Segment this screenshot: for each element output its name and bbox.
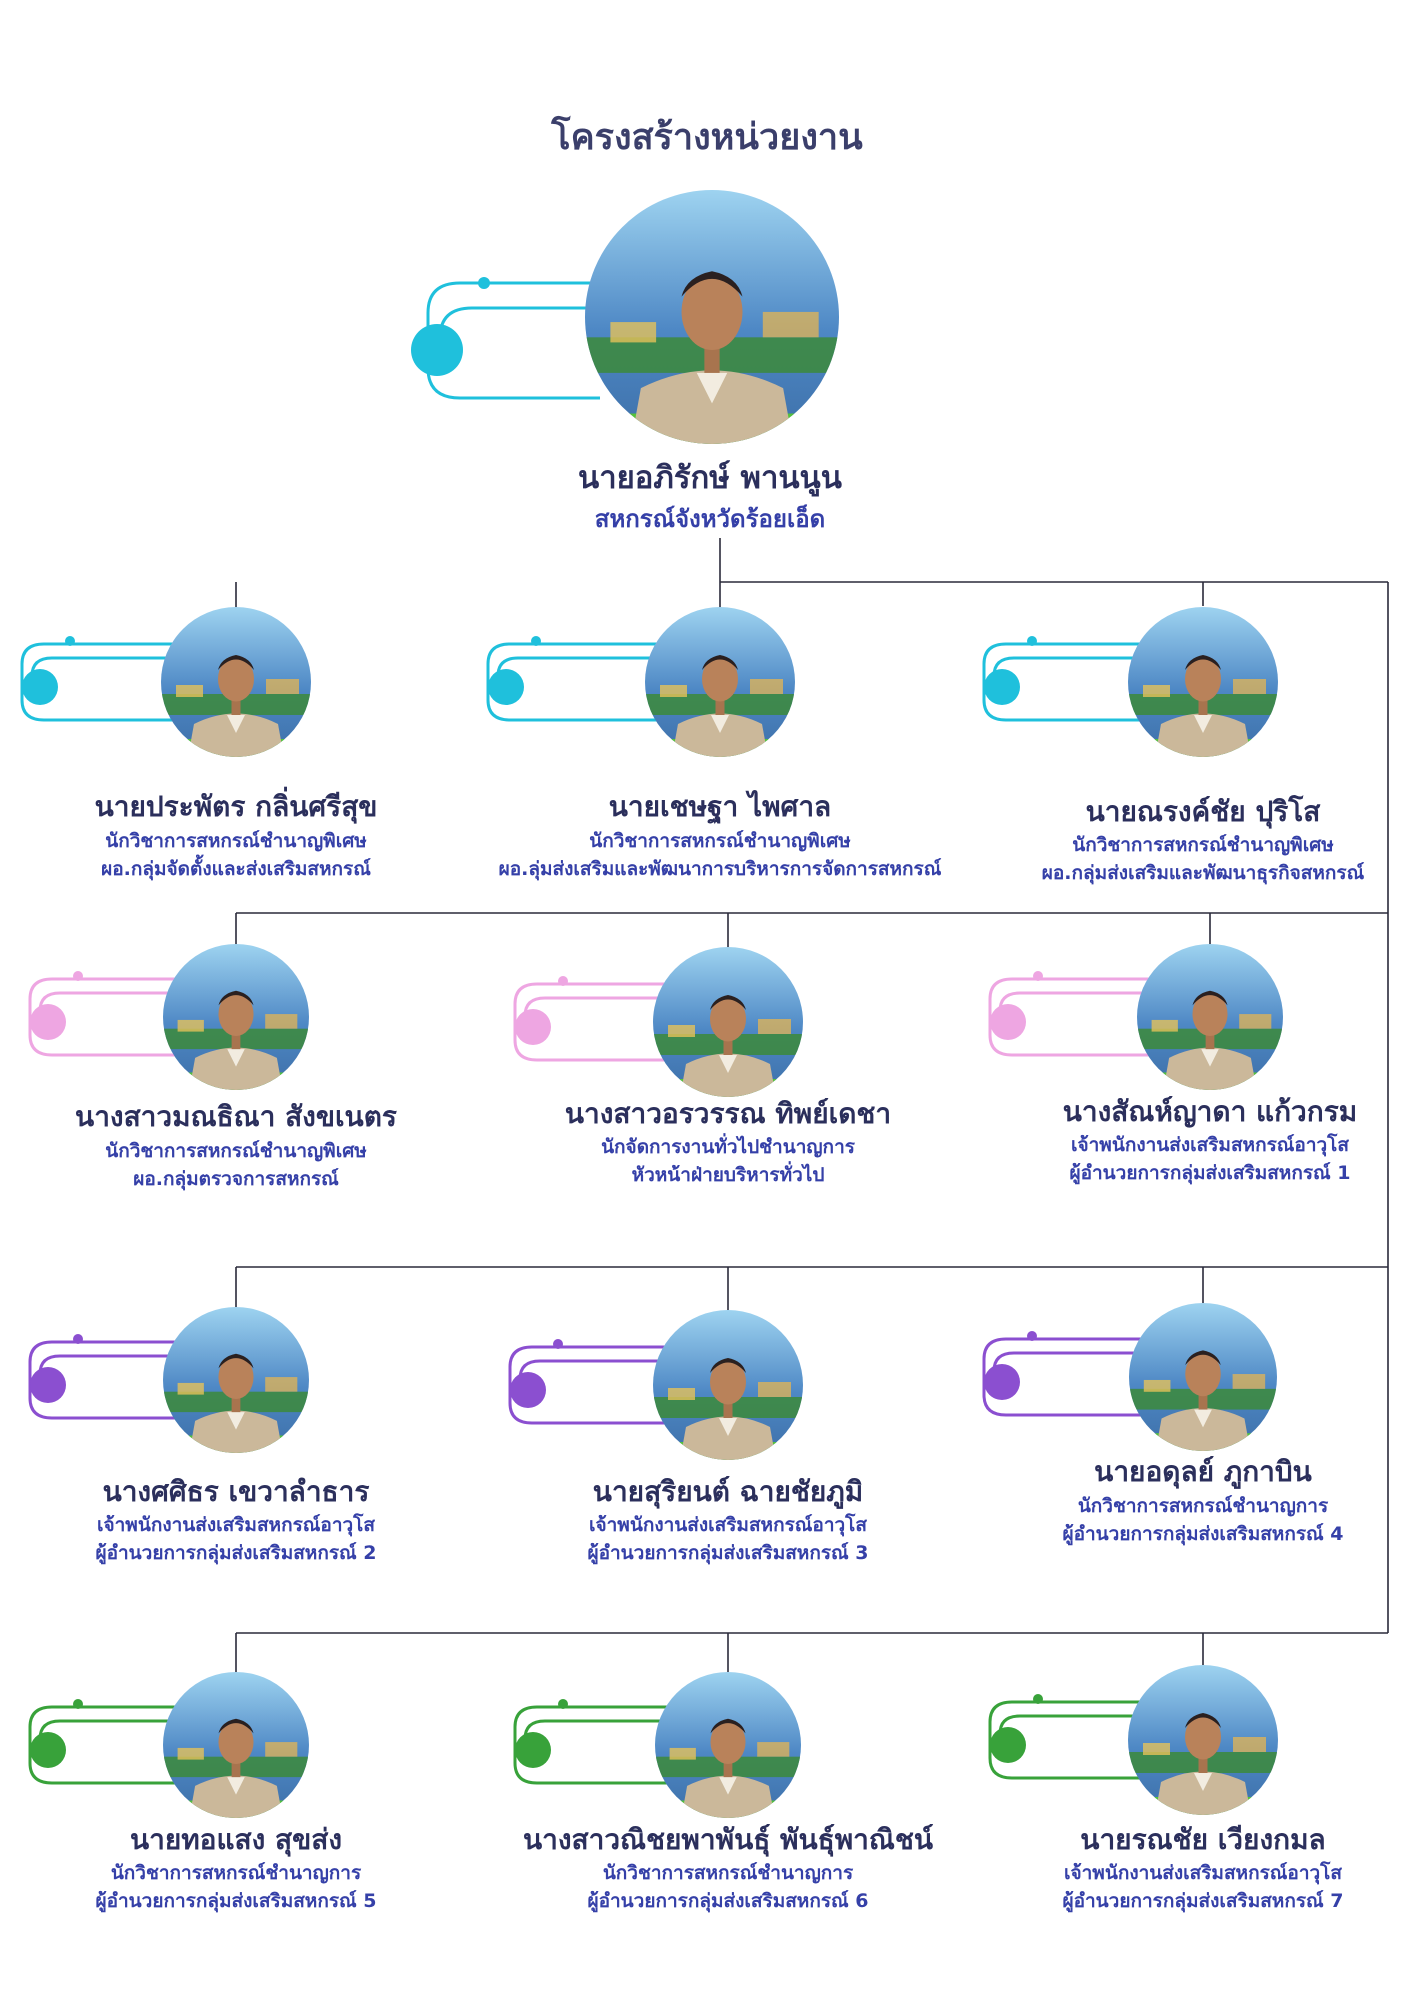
person-unit: ผอ.กลุ่มส่งเสริมและพัฒนาธุรกิจสหกรณ์ [1041, 862, 1365, 884]
person-name: นางสัณห์ญาดา แก้วกรม [1062, 1095, 1358, 1128]
accent-dot [488, 669, 524, 705]
accent-dot-small [531, 636, 541, 646]
portrait [163, 1672, 309, 1818]
person-name: นางสาวณิชยพาพันธุ์ พันธุ์พาณิชน์ [522, 1823, 934, 1856]
accent-dot [510, 1372, 546, 1408]
person-name: นางสาวมณธิณา สังขเนตร [75, 1100, 397, 1133]
portrait [1129, 1303, 1277, 1451]
person-position: นักวิชาการสหกรณ์ชำนาญการ [602, 1862, 854, 1884]
portrait [653, 1310, 803, 1460]
person-unit: ผู้อำนวยการกลุ่มส่งเสริมสหกรณ์ 3 [587, 1542, 869, 1564]
person-name: นายเชษฐา ไพศาล [608, 790, 832, 823]
person-unit: หัวหน้าฝ่ายบริหารทั่วไป [631, 1164, 825, 1186]
person-name: นางสาวอรวรรณ ทิพย์เดชา [564, 1097, 892, 1130]
person-position: นักวิชาการสหกรณ์ชำนาญการ [1077, 1495, 1329, 1517]
person-position: เจ้าพนักงานส่งเสริมสหกรณ์อาวุโส [1064, 1862, 1342, 1884]
person-position: เจ้าพนักงานส่งเสริมสหกรณ์อาวุโส [97, 1514, 375, 1536]
head-title: สหกรณ์จังหวัดร้อยเอ็ด [594, 505, 826, 533]
person-name: นายอดุลย์ ภูกาบิน [1094, 1455, 1312, 1488]
page-title: โครงสร้างหน่วยงาน [551, 117, 863, 158]
person-name: นายณรงค์ชัย ปุริโส [1085, 795, 1321, 828]
person-position: นักวิชาการสหกรณ์ชำนาญพิเศษ [1072, 834, 1334, 856]
accent-dot-small [553, 1339, 563, 1349]
person-name: นายทอแสง สุขส่ง [129, 1823, 343, 1856]
accent-dot [22, 669, 58, 705]
accent-dot-small [1027, 636, 1037, 646]
person-name: นายประพัตร กลิ่นศรีสุข [94, 790, 378, 823]
portrait [653, 947, 803, 1097]
accent-dot [984, 669, 1020, 705]
portrait [163, 944, 309, 1090]
person-unit: ผู้อำนวยการกลุ่มส่งเสริมสหกรณ์ 2 [95, 1542, 377, 1564]
accent-dot-small [1027, 1331, 1037, 1341]
person-unit: ผอ.กลุ่มจัดตั้งและส่งเสริมสหกรณ์ [101, 858, 371, 880]
portrait [655, 1672, 801, 1818]
person-position: นักวิชาการสหกรณ์ชำนาญพิเศษ [105, 830, 367, 852]
accent-dot-small [1033, 971, 1043, 981]
person-unit: ผู้อำนวยการกลุ่มส่งเสริมสหกรณ์ 4 [1062, 1523, 1344, 1545]
portrait [645, 607, 795, 757]
accent-dot [30, 1367, 66, 1403]
accent-dot-head [411, 324, 463, 376]
person-unit: ผู้อำนวยการกลุ่มส่งเสริมสหกรณ์ 5 [95, 1890, 377, 1912]
person-name: นายสุริยนต์ ฉายชัยภูมิ [592, 1475, 864, 1508]
accent-dot-small [65, 636, 75, 646]
person-unit: ผู้อำนวยการกลุ่มส่งเสริมสหกรณ์ 7 [1062, 1890, 1344, 1912]
accent-dot-small [558, 976, 568, 986]
accent-dot [30, 1732, 66, 1768]
person-position: เจ้าพนักงานส่งเสริมสหกรณ์อาวุโส [589, 1514, 867, 1536]
accent-dot-small [1033, 1694, 1043, 1704]
person-position: นักวิชาการสหกรณ์ชำนาญพิเศษ [589, 830, 851, 852]
portrait [1137, 944, 1283, 1090]
portrait [161, 607, 311, 757]
accent-dot [515, 1009, 551, 1045]
accent-dot-small [73, 1334, 83, 1344]
accent-dot [30, 1004, 66, 1040]
person-unit: ผอ.ลุ่มส่งเสริมและพัฒนาการบริหารการจัดกา… [498, 858, 942, 880]
accent-dot-small [73, 971, 83, 981]
accent-dot-small [558, 1699, 568, 1709]
accent-dot [990, 1727, 1026, 1763]
person-position: เจ้าพนักงานส่งเสริมสหกรณ์อาวุโส [1071, 1134, 1349, 1156]
accent-dot [984, 1364, 1020, 1400]
portrait [1128, 607, 1278, 757]
accent-dot [515, 1732, 551, 1768]
accent-dot-small [73, 1699, 83, 1709]
portrait [163, 1307, 309, 1453]
person-position: นักวิชาการสหกรณ์ชำนาญการ [110, 1862, 362, 1884]
person-unit: ผู้อำนวยการกลุ่มส่งเสริมสหกรณ์ 1 [1069, 1162, 1351, 1184]
portrait [1128, 1665, 1278, 1815]
head-portrait [585, 190, 839, 444]
person-position: นักจัดการงานทั่วไปชำนาญการ [601, 1136, 855, 1158]
person-unit: ผู้อำนวยการกลุ่มส่งเสริมสหกรณ์ 6 [587, 1890, 869, 1912]
person-name: นางศศิธร เขวาลำธาร [102, 1475, 370, 1508]
person-name: นายรณชัย เวียงกมล [1080, 1823, 1326, 1856]
person-unit: ผอ.กลุ่มตรวจการสหกรณ์ [133, 1168, 339, 1190]
person-position: นักวิชาการสหกรณ์ชำนาญพิเศษ [105, 1140, 367, 1162]
accent-dot [990, 1004, 1026, 1040]
head-name: นายอภิรักษ์ พานนูน [578, 460, 842, 496]
